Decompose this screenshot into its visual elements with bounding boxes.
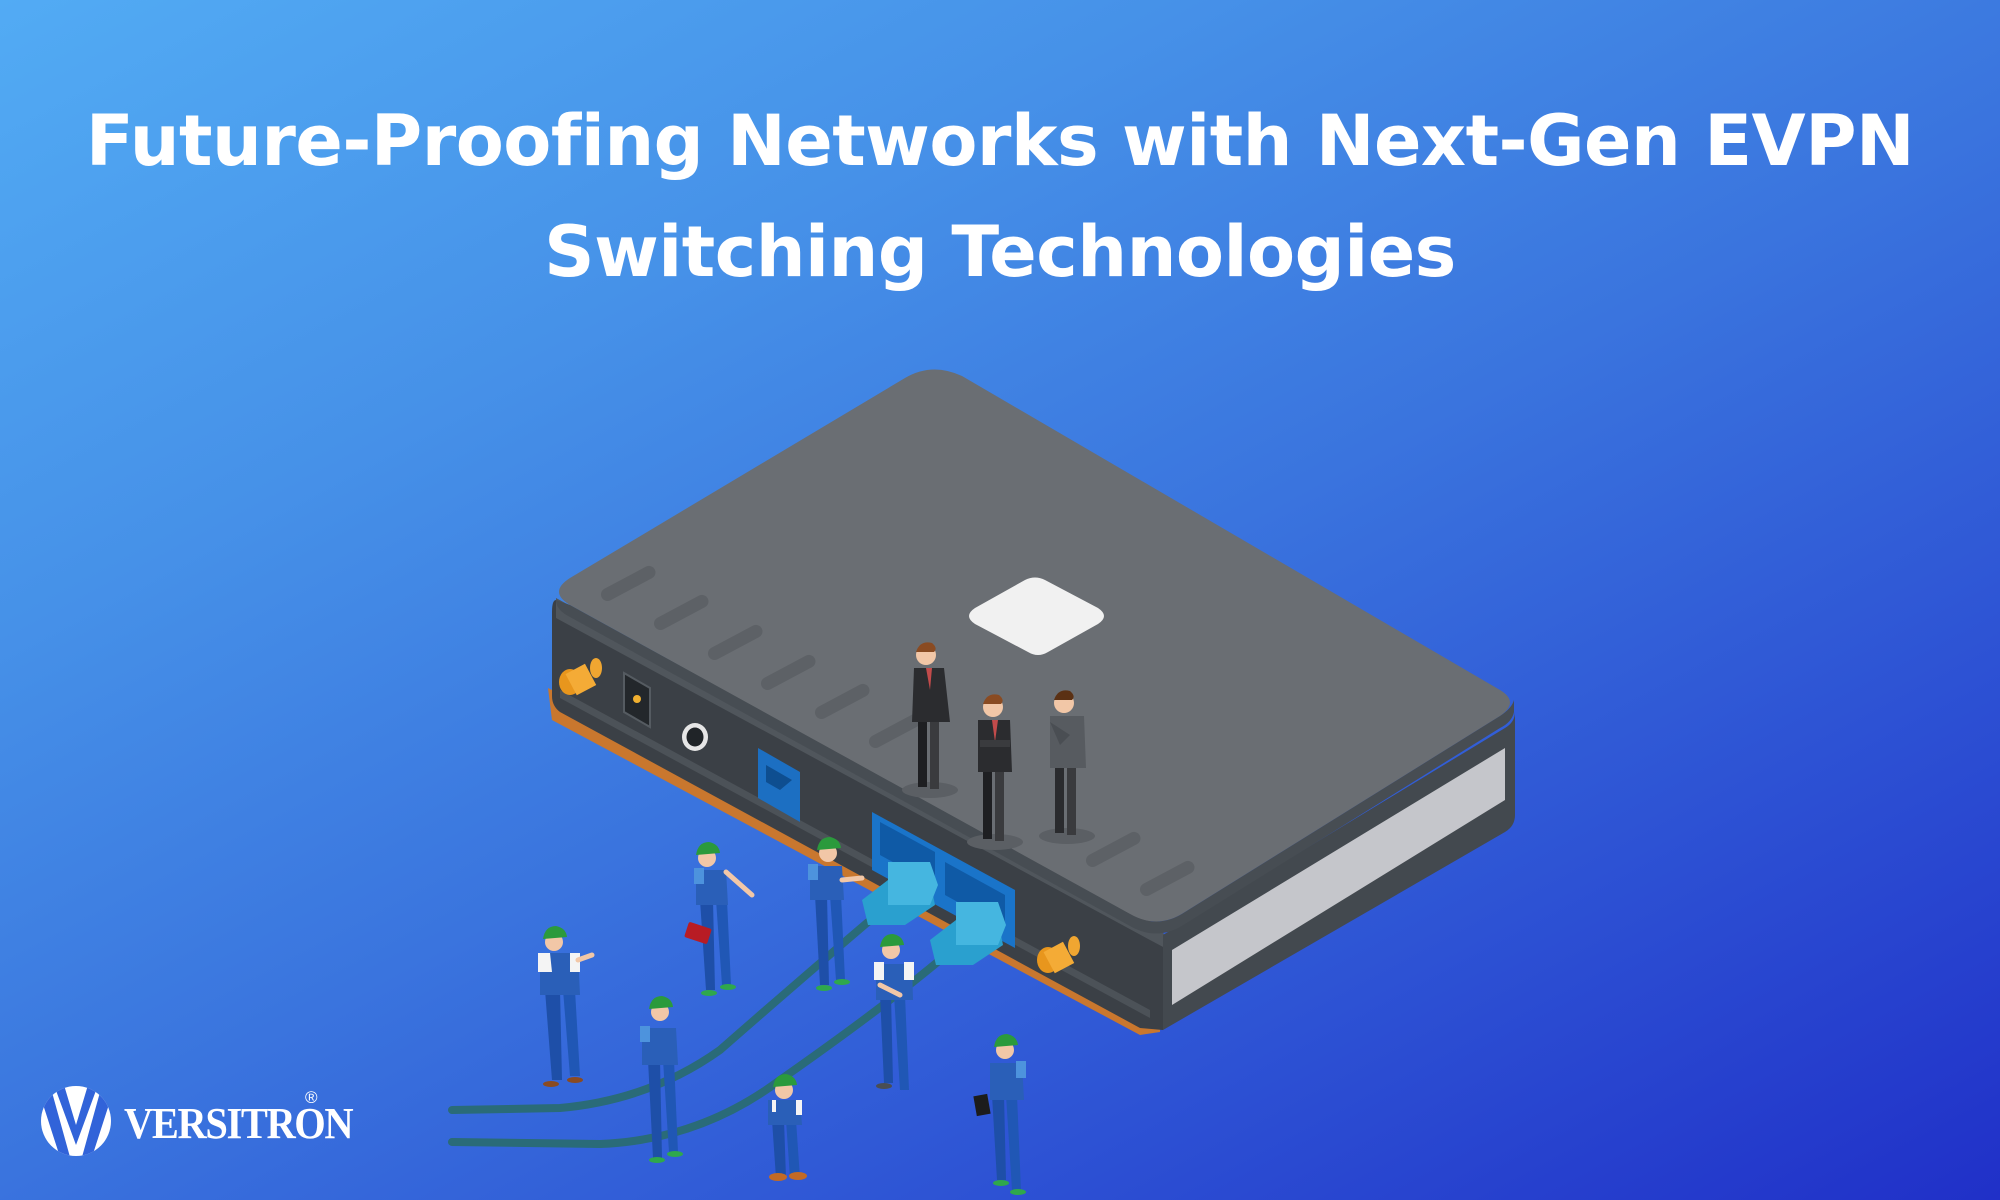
businessman-2 bbox=[967, 694, 1023, 850]
plug-2 bbox=[930, 902, 1006, 965]
technician-7-clipboard bbox=[973, 1034, 1026, 1195]
technician-6-back bbox=[768, 1074, 807, 1181]
device-label bbox=[969, 577, 1104, 655]
cable-2 bbox=[448, 956, 944, 1149]
device-vents bbox=[600, 565, 1195, 896]
technician-5-cable bbox=[874, 934, 914, 1090]
versitron-v-logo-icon bbox=[41, 1086, 111, 1156]
power-jack-icon bbox=[623, 671, 651, 729]
title-line-2: Switching Technologies bbox=[544, 211, 1456, 293]
ring-port-icon bbox=[682, 723, 708, 751]
ethernet-port-1 bbox=[758, 748, 800, 822]
businessman-1 bbox=[902, 642, 958, 798]
technician-3 bbox=[808, 837, 865, 991]
technician-2-toolbox bbox=[684, 842, 755, 996]
antenna-right-icon bbox=[1037, 936, 1080, 974]
technician-4 bbox=[640, 996, 683, 1163]
title-line-1: Future-Proofing Networks with Next-Gen E… bbox=[85, 100, 1915, 182]
businessman-3 bbox=[1039, 690, 1095, 844]
plug-1 bbox=[862, 862, 938, 925]
technician-1 bbox=[538, 926, 595, 1087]
versitron-logo: VERSITRON ® bbox=[40, 1084, 372, 1158]
page-title: Future-Proofing Networks with Next-Gen E… bbox=[0, 86, 2000, 308]
registered-mark: ® bbox=[305, 1088, 318, 1107]
logo-text: VERSITRON bbox=[124, 1099, 354, 1148]
antenna-left-icon bbox=[559, 658, 602, 696]
